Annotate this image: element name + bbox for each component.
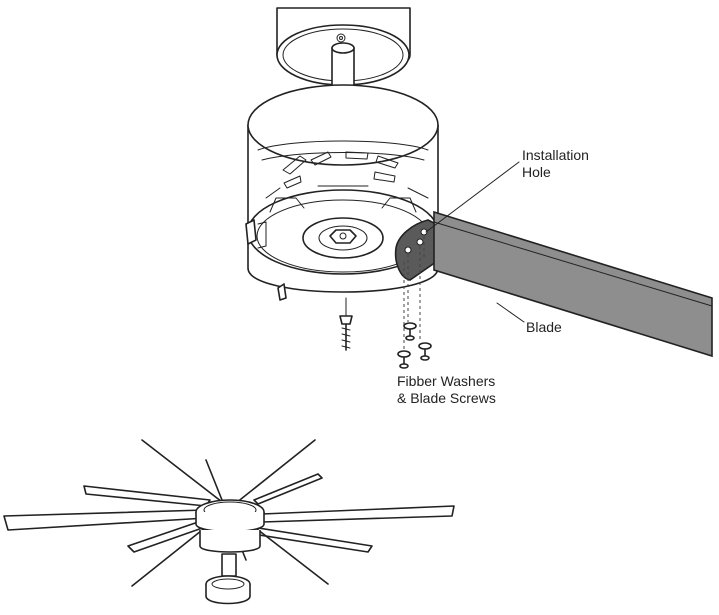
- blade-screws: [397, 236, 432, 369]
- installation-hole-1: [404, 246, 412, 254]
- fasteners-label-line-1: Fibber Washers: [397, 373, 496, 389]
- motor-housing-detail: [245, 7, 713, 369]
- assembled-fan-overview: [3, 439, 455, 605]
- overview-blade-back-right: [253, 473, 323, 505]
- blade-label: Blade: [526, 319, 562, 335]
- screw-2: [418, 342, 432, 361]
- installation-hole-3: [420, 228, 428, 236]
- fasteners-label-line-2: & Blade Screws: [397, 390, 496, 406]
- blade: [433, 210, 713, 358]
- mounting-ring: [245, 185, 439, 301]
- overview-stem: [221, 553, 237, 577]
- fasteners-label: Fibber Washers & Blade Screws: [397, 373, 496, 407]
- installation-hole-2: [416, 238, 424, 246]
- overview-blade-back-left: [83, 485, 211, 507]
- installation-hole-label-line-2: Hole: [522, 164, 551, 180]
- overview-motor: [199, 530, 261, 553]
- overview-blade-right: [261, 505, 455, 523]
- installation-hole-label: Installation Hole: [522, 147, 589, 181]
- screw-3: [397, 350, 411, 369]
- downrod: [331, 33, 355, 97]
- installation-hole-label-line-1: Installation: [522, 147, 589, 163]
- overview-blade-left: [3, 509, 207, 531]
- installation-hole-leader: [425, 161, 520, 233]
- pull-chain: [339, 297, 353, 351]
- blade-leader: [496, 302, 525, 323]
- screw-1: [403, 322, 417, 341]
